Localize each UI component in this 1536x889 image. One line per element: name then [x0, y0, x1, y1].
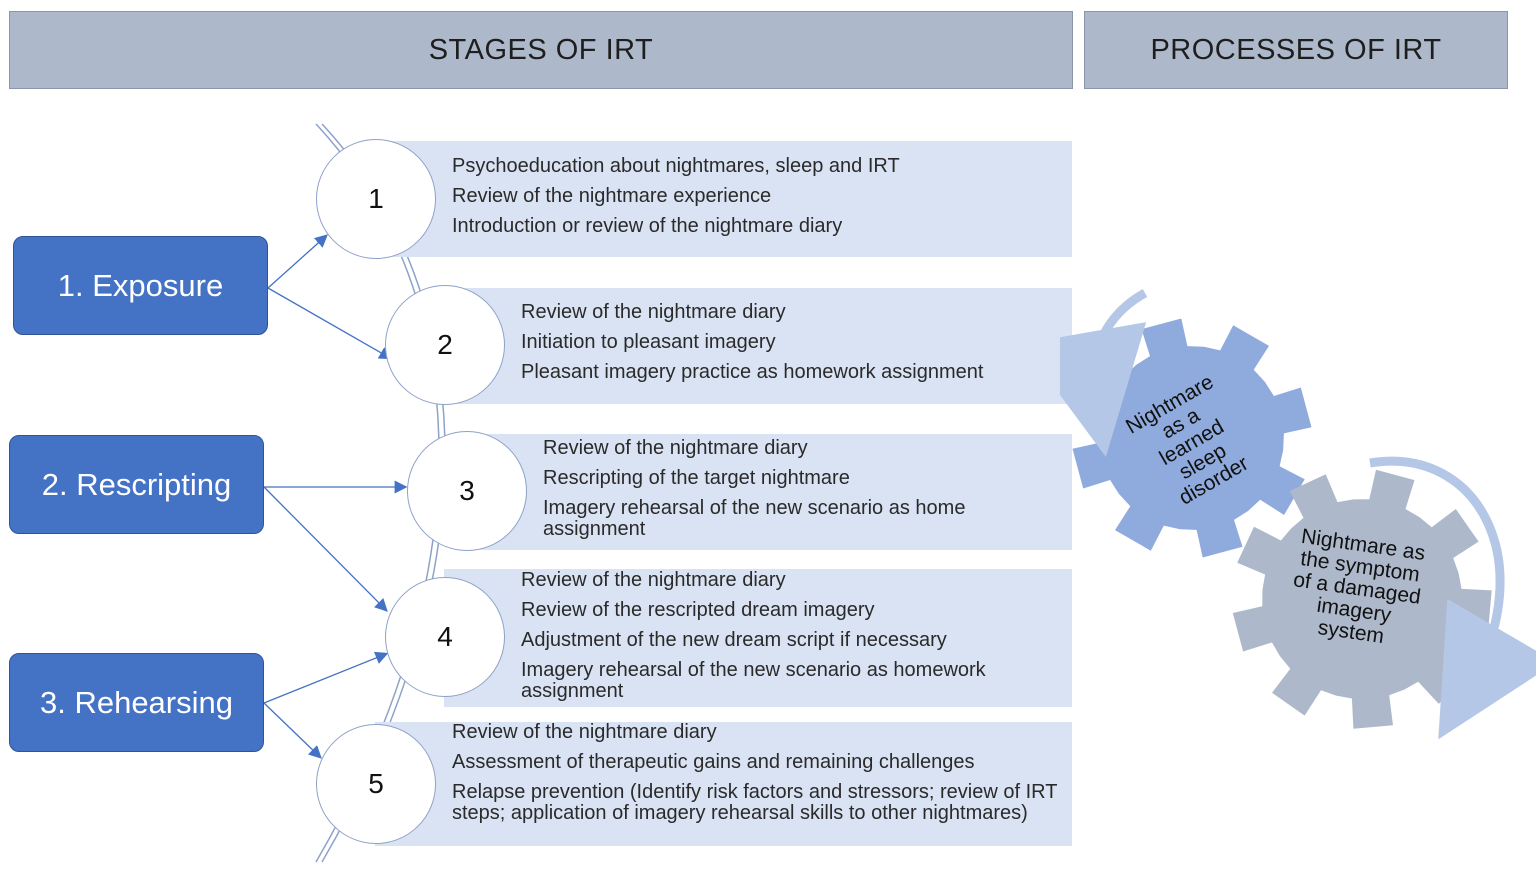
processes-header: PROCESSES OF IRT [1084, 11, 1508, 89]
step-1-item: Review of the nightmare experience [452, 185, 772, 207]
stage-rehearsing: 3. Rehearsing [9, 653, 264, 752]
arrow-exposure-2 [267, 287, 393, 360]
step-2-item: Pleasant imagery practice as homework as… [521, 361, 984, 383]
step-2-circle: 2 [385, 285, 505, 405]
step-3-panel: Review of the nightmare diary Rescriptin… [467, 434, 1072, 550]
blue-gear-rotation-arrow [1060, 289, 1148, 458]
step-5-item: Assessment of therapeutic gains and rema… [452, 751, 975, 773]
grey-gear-rotation-arrow [1369, 456, 1536, 740]
step-2-panel: Review of the nightmare diary Initiation… [444, 288, 1072, 404]
step-3-item: Rescripting of the target nightmare [543, 467, 850, 489]
step-4-item: Imagery rehearsal of the new scenario as… [521, 659, 986, 702]
step-1-item: Psychoeducation about nightmares, sleep … [452, 155, 900, 177]
step-1-panel: Psychoeducation about nightmares, sleep … [375, 141, 1072, 257]
step-4-item: Adjustment of the new dream script if ne… [521, 629, 947, 651]
stage-exposure: 1. Exposure [13, 236, 268, 335]
step-3-item: Imagery rehearsal of the new scenario as… [543, 497, 966, 540]
grey-gear-label: Nightmare as the symptom of a damaged im… [1265, 523, 1449, 656]
stages-header: STAGES OF IRT [9, 11, 1073, 89]
step-1-item: Introduction or review of the nightmare … [452, 215, 843, 237]
arrow-rescripting-4 [263, 486, 388, 612]
arrow-rehearsing-5 [263, 702, 322, 759]
step-3-circle: 3 [407, 431, 527, 551]
process-gears [1060, 289, 1536, 740]
step-5-circle: 5 [316, 724, 436, 844]
arrow-rehearsing-4 [263, 651, 389, 704]
step-3-item: Review of the nightmare diary [543, 437, 808, 459]
step-5-item: Review of the nightmare diary [452, 721, 717, 743]
stage-rescripting: 2. Rescripting [9, 435, 264, 534]
step-2-item: Initiation to pleasant imagery [521, 331, 776, 353]
step-2-item: Review of the nightmare diary [521, 301, 786, 323]
grey-gear-icon [1232, 469, 1492, 729]
step-5-panel: Review of the nightmare diary Assessment… [375, 722, 1072, 846]
step-4-circle: 4 [385, 577, 505, 697]
arrow-exposure-1 [267, 234, 328, 289]
step-4-item: Review of the rescripted dream imagery [521, 599, 875, 621]
step-5-item: Relapse prevention (Identify risk factor… [452, 781, 1058, 824]
step-1-circle: 1 [316, 139, 436, 259]
step-4-panel: Review of the nightmare diary Review of … [444, 569, 1072, 707]
step-4-item: Review of the nightmare diary [521, 569, 786, 591]
